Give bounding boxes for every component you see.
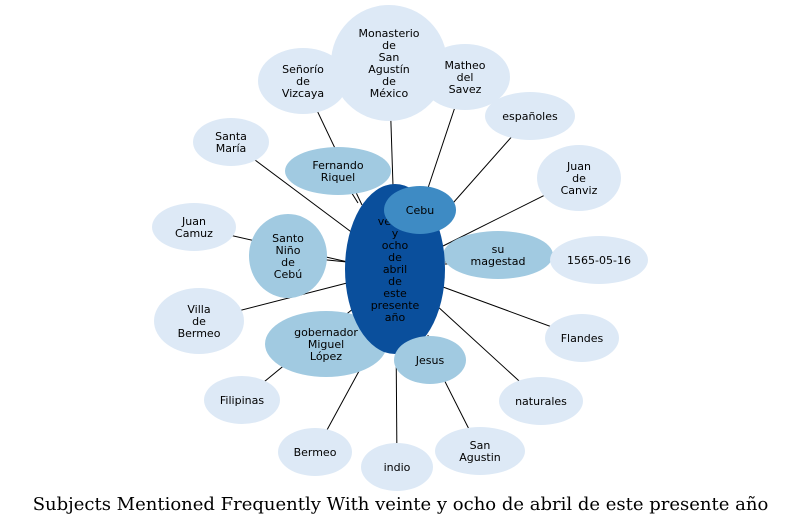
center-node-label-line: de [388,275,402,288]
node-santo-nino-label-line: Niño [276,244,301,257]
node-santa-maria-label-line: Santa [215,130,247,143]
node-gobernador-bubble [265,311,387,377]
node-naturales-label-line: naturales [515,395,567,408]
node-monasterio-label-line: Agustín [368,63,410,76]
node-juan-camuz-label-line: Camuz [175,227,213,240]
node-matheo-label-line: Savez [449,83,482,96]
node-villa-label-line: Bermeo [178,327,221,340]
center-node-label-line: y [392,227,399,240]
node-senorio-bubble [258,48,348,114]
node-juan-canviz-label-line: Canviz [561,184,598,197]
node-juan-canviz-label-line: Juan [566,160,591,173]
node-san-agustin-bubble [435,427,525,475]
node-filipinas-label-line: Filipinas [220,394,264,407]
node-senorio-label-line: Vizcaya [282,87,324,100]
node-bermeo-bubble [278,428,352,476]
node-fernando-bubble [285,147,391,195]
node-indio-bubble [361,443,433,491]
node-naturales-bubble [499,377,583,425]
node-monasterio-bubble [331,5,447,121]
node-indio-label-line: indio [384,461,411,474]
node-date-bubble [550,236,648,284]
node-senorio-label-line: Señorío [282,63,324,76]
node-san-agustin-label-line: San [470,439,491,452]
node-santa-maria-bubble [193,118,269,166]
node-naturales: naturales [499,377,583,425]
node-date-label-line: 1565-05-16 [567,254,631,267]
center-node-label-line: este [383,287,407,300]
node-cebu-bubble [384,186,456,234]
node-filipinas-bubble [204,376,280,424]
node-fernando-label-line: Fernando [312,159,363,172]
node-gobernador-label-line: Miguel [308,338,344,351]
node-jesus: Jesus [394,336,466,384]
node-santo-nino-label-line: de [281,256,295,269]
node-monasterio-label-line: de [382,39,396,52]
center-node-label-line: año [385,311,406,324]
node-juan-canviz-bubble [537,145,621,211]
node-fernando-label-line: Riquel [321,171,355,184]
node-jesus-bubble [394,336,466,384]
outer-nodes: MonasteriodeSanAgustíndeMéxicoSeñoríodeV… [152,5,648,491]
center-node-label-line: presente [371,299,420,312]
node-bermeo-label-line: Bermeo [294,446,337,459]
diagram-caption: Subjects Mentioned Frequently With veint… [32,494,769,515]
center-node-label-line: ocho [382,239,409,252]
node-juan-camuz-label-line: Juan [181,215,206,228]
node-jesus-label-line: Jesus [415,354,445,367]
node-matheo-bubble [420,44,510,110]
node-cebu: Cebu [384,186,456,234]
node-filipinas: Filipinas [204,376,280,424]
node-senorio-label-line: de [296,75,310,88]
node-juan-camuz-bubble [152,203,236,251]
node-espanoles-label-line: españoles [502,110,558,123]
node-villa-label-line: Villa [187,303,210,316]
node-villa-label-line: de [192,315,206,328]
node-santa-maria-label-line: María [216,142,247,155]
node-su-magestad-label-line: su [492,243,505,256]
node-bermeo: Bermeo [278,428,352,476]
node-gobernador-label-line: gobernador [294,326,358,339]
node-santo-nino-bubble [249,214,327,298]
node-indio: indio [361,443,433,491]
node-juan-canviz-label-line: de [572,172,586,185]
node-date: 1565-05-16 [550,236,648,284]
node-su-magestad-label-line: magestad [471,255,526,268]
node-matheo-label-line: del [457,71,474,84]
node-monasterio-label-line: México [370,87,409,100]
node-flandes-label-line: Flandes [561,332,604,345]
node-santo-nino-label-line: Cebú [274,268,302,281]
center-node-label-line: abril [383,263,407,276]
node-villa-bubble [154,288,244,354]
node-matheo-label-line: Matheo [444,59,485,72]
node-santo-nino-label-line: Santo [272,232,304,245]
node-monasterio-label-line: de [382,75,396,88]
node-monasterio-label-line: Monasterio [358,27,419,40]
node-su-magestad-bubble [443,231,553,279]
node-gobernador-label-line: López [310,350,342,363]
center-node-label-line: de [388,251,402,264]
node-flandes-bubble [545,314,619,362]
node-espanoles: españoles [485,92,575,140]
node-monasterio-label-line: San [379,51,400,64]
node-cebu-label-line: Cebu [406,204,434,217]
node-flandes: Flandes [545,314,619,362]
node-san-agustin-label-line: Agustin [459,451,501,464]
node-espanoles-bubble [485,92,575,140]
